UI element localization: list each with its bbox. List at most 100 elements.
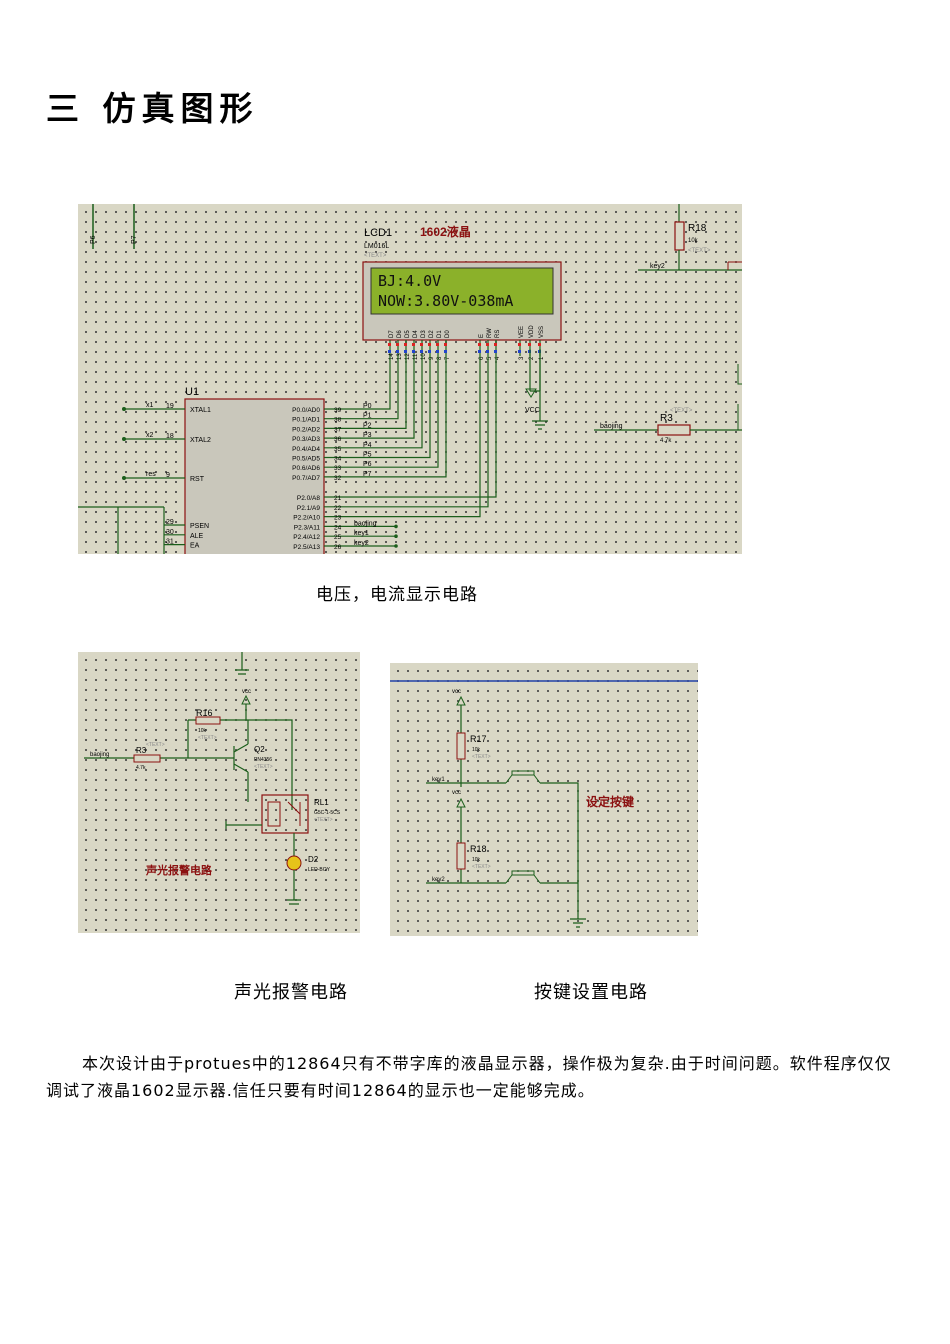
- pin-marker: [478, 343, 481, 346]
- u1-left-pin-number: 9: [166, 472, 170, 479]
- lcd-pin-label: D0: [445, 330, 451, 338]
- lcd-pin-label: VEE: [519, 326, 525, 338]
- r16-ref: R16: [196, 708, 213, 718]
- lcd-pin-label: RS: [495, 330, 501, 338]
- pin-marker: [494, 343, 497, 346]
- u1-p2-net: key1: [354, 530, 369, 537]
- pin-marker: [396, 350, 399, 353]
- pin-marker: [444, 350, 447, 353]
- section-heading: 三 仿真图形: [46, 89, 259, 128]
- r3-value: 4.7k: [660, 438, 672, 444]
- d2-ref: D2: [308, 855, 319, 864]
- design-paragraph: 本次设计由于protues中的12864只有不带字库的液晶显示器，操作极为复杂.…: [46, 1054, 892, 1100]
- u1-p2-pin-name: P2.5/A13: [293, 544, 320, 551]
- u1-left-pin-name: ALE: [190, 533, 204, 540]
- rl1-ref: RL1: [314, 798, 329, 807]
- pin-marker: [538, 343, 541, 346]
- key1-net: key1: [432, 777, 445, 783]
- pin-marker: [404, 343, 407, 346]
- lcd-pin-number: 4: [495, 356, 501, 360]
- r3-text-tag: <TEXT>: [670, 408, 693, 414]
- u1-p2-pin-name: P2.4/A12: [293, 534, 320, 541]
- pin-marker: [436, 343, 439, 346]
- u1-p0-pin-number: 37: [334, 426, 342, 433]
- u1-p2-pin-number: 23: [334, 515, 342, 522]
- lcd-text-tag: <TEXT>: [364, 253, 387, 259]
- caption-key-circuit: 按键设置电路: [534, 982, 648, 1003]
- pin-marker: [404, 350, 407, 353]
- lcd-pin-number: 14: [389, 353, 395, 360]
- alarm-vcc: vcc: [242, 689, 251, 695]
- alarm-baojing-net: baojing: [90, 752, 109, 758]
- pin-marker: [518, 343, 521, 346]
- lcd-pin-number: 12: [405, 353, 411, 360]
- u1-ref: U1: [185, 386, 199, 398]
- u1-left-net: x2: [146, 432, 154, 439]
- u1-p0-pin-name: P0.4/AD4: [292, 446, 320, 453]
- lcd-pin-number: 1: [539, 356, 545, 360]
- key2-net: key2: [650, 263, 665, 270]
- key-vcc-1: vcc: [452, 689, 461, 695]
- alarm-circuit-label: 声光报警电路: [145, 863, 213, 877]
- u1-p0-pin-name: P0.0/AD0: [292, 407, 320, 414]
- lcd-pin-label: E: [479, 334, 485, 338]
- u1-p0-net: P3: [363, 432, 372, 439]
- lcd-title: 1602液晶: [420, 224, 471, 239]
- baojing-net: baojing: [600, 423, 623, 430]
- pin-marker: [412, 343, 415, 346]
- u1-left-pin-number: 31: [166, 539, 174, 546]
- vcc-label: VCC: [525, 407, 540, 414]
- r3-ref: R3: [660, 413, 673, 424]
- r18-key-text-tag: <TEXT>: [472, 864, 491, 870]
- u1-p0-net: P1: [363, 413, 372, 420]
- lcd-pin-label: RW: [487, 328, 493, 338]
- lcd-pin-label: D1: [437, 330, 443, 338]
- alarm-circuit-schematic: vcc R16 10k <TEXT> baojing R3 4.7k <TEXT…: [84, 652, 341, 905]
- pin-marker: [486, 343, 489, 346]
- lcd-pin-label: D4: [413, 330, 419, 338]
- u1-left-net: res: [146, 471, 156, 478]
- lcd-pin-label: D5: [405, 330, 411, 338]
- pin-marker: [478, 350, 481, 353]
- u1-p0-pin-number: 35: [334, 446, 342, 453]
- pin-marker: [518, 350, 521, 353]
- u1-p0-pin-name: P0.1/AD1: [292, 417, 320, 424]
- u1-p0-pin-number: 36: [334, 436, 342, 443]
- lcd-pin-label: VDD: [529, 325, 535, 338]
- lcd-pin-number: 13: [397, 353, 403, 360]
- u1-p0-net: P6: [363, 461, 372, 468]
- lcd-line-1: BJ:4.0V: [378, 272, 441, 290]
- u1-left-pin-name: RST: [190, 476, 205, 483]
- r16-text-tag: <TEXT>: [198, 735, 217, 741]
- pin-marker: [486, 350, 489, 353]
- u1-p2-pin-name: P2.1/A9: [297, 505, 321, 512]
- lcd-pin-number: 5: [487, 356, 493, 360]
- key-circuit-schematic: vcc R17 10k <TEXT> key1 vcc R18 10k <TEX…: [390, 680, 698, 928]
- r18-ref: R18: [688, 223, 707, 234]
- lcd-ref: LCD1: [364, 227, 392, 239]
- rl1-text-tag: <TEXT>: [314, 817, 333, 823]
- r18-value: 10k: [688, 238, 699, 244]
- u1-p0-pin-number: 39: [334, 407, 342, 414]
- key-circuit-label: 设定按键: [586, 794, 634, 809]
- lcd-pin-label: VSS: [539, 326, 545, 338]
- u1-p2-pin-number: 21: [334, 495, 342, 502]
- u1-p2-net: baojing: [354, 520, 377, 527]
- d2-model: LED-BOY: [308, 867, 331, 873]
- lcd-pin-label: D6: [397, 330, 403, 338]
- u1-p0-pin-name: P0.6/AD6: [292, 465, 320, 472]
- u1-p2-pin-number: 22: [334, 505, 342, 512]
- lcd-pin-label: D2: [429, 330, 435, 338]
- pin-marker: [388, 350, 391, 353]
- net-p7: P7: [131, 235, 138, 244]
- u1-left-net: x1: [146, 402, 154, 409]
- r16-value: 10k: [198, 728, 207, 734]
- u1-left-pin-name: XTAL1: [190, 407, 211, 414]
- lcd-pin-label: D7: [389, 330, 395, 338]
- u1-p2-pin-number: 24: [334, 524, 342, 531]
- alarm-r3-text-tag: <TEXT>: [146, 742, 165, 748]
- alarm-r3-value: 4.7k: [136, 765, 146, 771]
- key-vcc-2: vcc: [452, 790, 461, 796]
- lcd-line-2: NOW:3.80V-038mA: [378, 292, 513, 310]
- pin-marker: [420, 350, 423, 353]
